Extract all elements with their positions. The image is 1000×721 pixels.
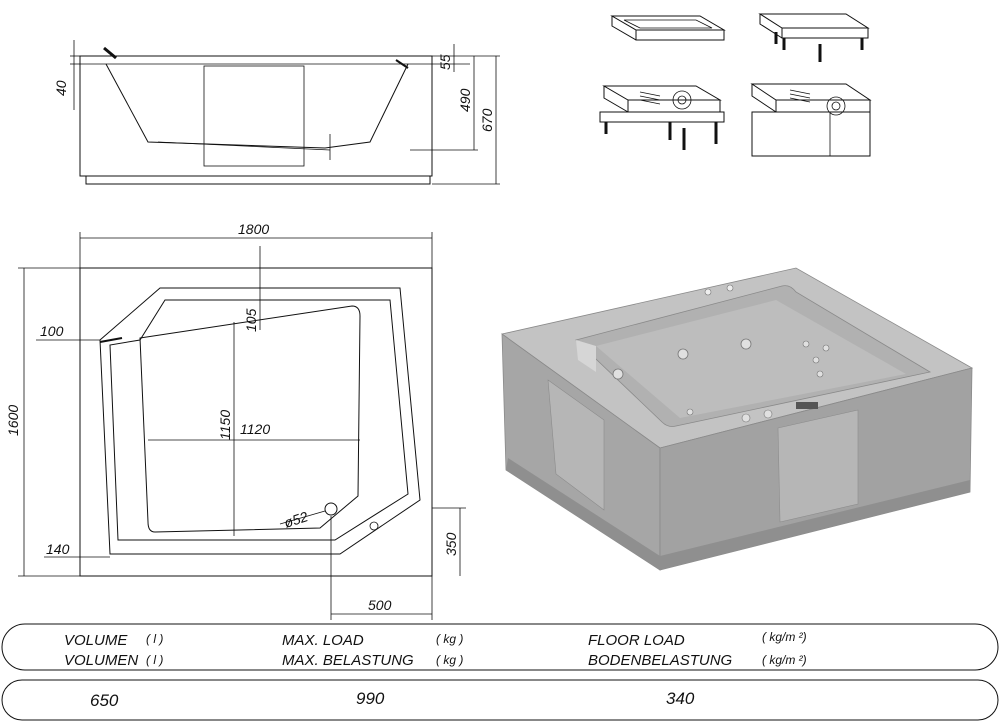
install-options: [599, 13, 872, 157]
floor-load-unit: ( kg/m ²): [762, 630, 807, 644]
side-view: 40 55 490 670: [53, 40, 500, 185]
dim-drain-offset-y: 350: [443, 532, 459, 556]
control-panel-icon: [796, 402, 818, 409]
load-label-en: MAX. LOAD: [282, 632, 364, 649]
dim-inner-depth: 490: [457, 88, 473, 112]
load-unit-de: ( kg ): [436, 653, 463, 667]
dim-drain-offset-x: 500: [368, 597, 392, 613]
tub-basin-floor: [596, 300, 906, 418]
jet-icon: [686, 408, 694, 416]
option-feet-icon: [758, 13, 870, 62]
tap-mark: [99, 337, 123, 343]
volume-label-de: VOLUMEN: [64, 652, 138, 669]
filler-icon: [704, 288, 712, 296]
floor-load-label-en: FLOOR LOAD: [588, 632, 685, 649]
top-view: 1800 1600 100 105 1150 1120 ø52 140 350: [5, 221, 466, 620]
dim-total-height: 670: [479, 108, 495, 132]
dim-drain-diameter: ø52: [282, 508, 310, 531]
dim-inner-length: 1120: [240, 421, 270, 437]
jet-icon: [677, 348, 689, 360]
side-view-basin-floor: [157, 141, 331, 151]
dim-rim-depth: 40: [53, 80, 69, 96]
jet-icon: [741, 413, 751, 423]
jet-icon: [816, 370, 824, 378]
top-view-basin: [139, 305, 361, 533]
option-panel-hydro-icon: [750, 83, 872, 157]
load-value: 990: [356, 689, 385, 708]
jet-icon: [802, 340, 810, 348]
specs-header-box: [1, 623, 999, 671]
load-label-de: MAX. BELASTUNG: [282, 652, 414, 669]
drain-icon: [324, 502, 338, 516]
volume-unit: ( l ): [146, 632, 163, 646]
floor-load-label-de: BODENBELASTUNG: [588, 652, 733, 669]
tub-side-panel-left: [547, 379, 605, 511]
specs-value-box: [1, 679, 999, 721]
side-view-basin-profile: [105, 63, 409, 149]
side-view-outline: [79, 55, 433, 177]
option-built-in-icon: [610, 15, 726, 41]
side-view-base: [85, 175, 431, 185]
side-view-tap-icon: [103, 46, 117, 60]
tub-plinth: [506, 458, 970, 570]
dim-offset-left: 100: [40, 323, 64, 339]
jet-icon: [740, 338, 752, 350]
dim-offset-top: 105: [243, 308, 259, 332]
dim-inner-width: 1150: [217, 410, 233, 440]
overflow-icon: [369, 521, 379, 531]
tub-headrest: [576, 340, 596, 372]
dim-width: 1600: [5, 405, 21, 436]
specs-table: VOLUME VOLUMEN ( l ) ( l ) MAX. LOAD MAX…: [1, 623, 999, 721]
filler-icon: [726, 284, 734, 292]
volume-label-en: VOLUME: [64, 632, 128, 649]
volume-unit-de: ( l ): [146, 653, 163, 667]
dim-corner-left: 140: [46, 541, 70, 557]
side-view-panel: [203, 65, 305, 167]
jet-icon: [812, 356, 820, 364]
dim-line-drain: [279, 510, 326, 525]
jet-icon: [763, 409, 773, 419]
jet-icon: [822, 344, 830, 352]
dim-rim-top: 55: [437, 54, 453, 70]
option-frame-hydro-icon: [599, 85, 725, 150]
jet-icon: [612, 368, 624, 380]
floor-load-value: 340: [666, 689, 695, 708]
dim-length: 1800: [238, 221, 269, 237]
top-view-rim-inner: [109, 299, 409, 541]
load-unit: ( kg ): [436, 632, 463, 646]
floor-load-unit-de: ( kg/m ²): [762, 653, 807, 667]
side-view-overflow-icon: [395, 59, 409, 69]
top-view-outline: [79, 267, 433, 577]
volume-value: 650: [90, 691, 119, 710]
tub-render: [501, 267, 974, 571]
tub-side-panel-front: [777, 409, 859, 523]
